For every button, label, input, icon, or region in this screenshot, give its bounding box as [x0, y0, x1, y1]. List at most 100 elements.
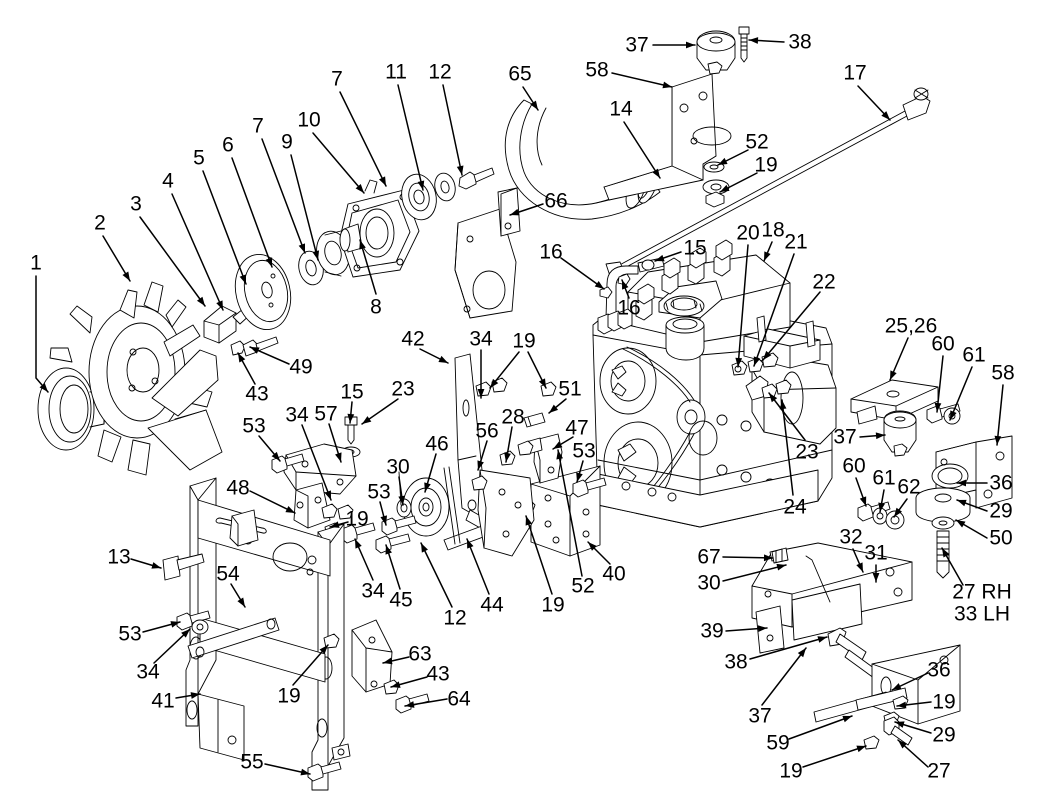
leader-line-30 [722, 564, 787, 582]
callout-label-23: 23 [795, 440, 819, 464]
callout-label-60: 60 [931, 332, 955, 356]
callout-label-13: 13 [107, 545, 131, 569]
leader-arrowhead [525, 516, 533, 526]
leader-line-21 [753, 253, 795, 367]
callout-label-11: 11 [385, 60, 407, 84]
callout-label-61: 61 [962, 343, 986, 367]
leader-line-6 [231, 157, 273, 268]
leader-arrowhead [856, 562, 863, 572]
leader-arrowhead [588, 542, 597, 551]
leader-arrowhead [456, 165, 464, 175]
leader-line-19 [802, 745, 867, 768]
leader-arrowhead [622, 280, 629, 290]
callout-label-16: 16 [539, 240, 563, 264]
leader-line-24 [781, 399, 794, 496]
callout-label-39: 39 [700, 619, 724, 643]
callout-label-3: 3 [130, 192, 142, 216]
callout-label-38: 38 [788, 30, 812, 54]
leader-arrowhead [438, 355, 448, 363]
leader-line-44 [466, 538, 490, 595]
callout-label-41: 41 [151, 689, 175, 713]
mount-58-top-group [603, 26, 750, 208]
leader-arrowhead [190, 692, 200, 699]
leader-arrowhead [898, 740, 907, 749]
leader-arrowhead [170, 621, 180, 628]
callout-label-59: 59 [766, 731, 790, 755]
callout-label-52: 52 [571, 574, 595, 598]
callout-label-32: 32 [839, 525, 863, 549]
callout-label-53: 53 [118, 622, 142, 646]
leader-line-7 [261, 138, 306, 254]
callout-label-23: 23 [391, 377, 415, 401]
leader-arrowhead [856, 745, 866, 753]
leader-arrowhead [250, 347, 260, 354]
leader-arrowhead [490, 378, 499, 388]
leader-arrowhead [383, 657, 393, 665]
leader-arrowhead [378, 176, 386, 186]
leader-arrowhead [467, 539, 474, 549]
callout-label-27RH: 27 RH [952, 580, 1012, 604]
leader-arrowhead [875, 432, 885, 440]
callout-label-2526: 25,26 [884, 314, 938, 338]
callout-label-52: 52 [745, 130, 769, 154]
callout-label-2: 2 [94, 211, 106, 235]
rod-17-group [605, 87, 931, 277]
leader-arrowhead [424, 482, 431, 492]
leader-arrowhead [776, 563, 786, 571]
callout-label-40: 40 [602, 562, 626, 586]
callout-label-20: 20 [736, 221, 760, 245]
leader-line-7 [339, 91, 387, 187]
leader-arrowhead [553, 441, 563, 449]
leader-arrowhead [319, 645, 328, 655]
callout-label-48: 48 [226, 476, 250, 500]
leader-arrowhead [934, 402, 942, 412]
leader-arrowhead [720, 184, 730, 192]
leader-arrowhead [686, 41, 695, 49]
callout-label-12: 12 [428, 60, 452, 84]
callout-label-24: 24 [783, 495, 807, 519]
leader-arrowhead [892, 683, 902, 690]
callout-label-36: 36 [989, 471, 1013, 495]
leader-arrowhead [769, 393, 778, 403]
leader-arrowhead [265, 257, 273, 267]
callout-label-49: 49 [289, 355, 313, 379]
leader-line-4 [171, 193, 224, 311]
leader-line-34 [301, 424, 332, 501]
callout-label-66: 66 [544, 189, 568, 213]
side-plate-40-group [517, 412, 607, 557]
leader-arrowhead [897, 701, 907, 709]
leader-arrowhead [942, 548, 950, 558]
link-bar-group [599, 257, 665, 319]
callout-label-33LH: 33 LH [953, 602, 1011, 626]
callout-label-29: 29 [932, 723, 956, 747]
leader-arrowhead [757, 625, 767, 633]
leader-line-19 [525, 515, 553, 595]
leader-line-20 [737, 244, 749, 368]
callout-label-34: 34 [285, 403, 309, 427]
leader-arrowhead [510, 208, 520, 216]
leader-line-1 [35, 275, 49, 393]
leader-arrowhead [324, 490, 331, 500]
leader-arrowhead [872, 573, 880, 582]
leader-arrowhead [216, 300, 223, 310]
callout-label-19: 19 [345, 507, 369, 531]
leader-line-10 [312, 132, 365, 194]
engine-block-group [592, 239, 837, 528]
leader-arrowhead [237, 597, 245, 607]
callout-label-31: 31 [864, 541, 888, 565]
callout-label-54: 54 [216, 562, 240, 586]
leader-line-37 [761, 647, 807, 706]
leader-arrowhead [594, 280, 604, 289]
leader-arrowhead [956, 520, 966, 528]
leader-arrowhead [764, 251, 771, 261]
leader-arrowhead [151, 562, 161, 569]
callout-label-61: 61 [872, 466, 896, 490]
callout-label-22: 22 [812, 270, 836, 294]
leader-arrowhead [385, 545, 392, 555]
leader-arrowhead [300, 768, 310, 776]
leader-arrowhead [181, 629, 190, 638]
leader-arrowhead [763, 554, 773, 562]
leader-arrowhead [359, 240, 366, 250]
callout-label-58: 58 [585, 58, 609, 82]
